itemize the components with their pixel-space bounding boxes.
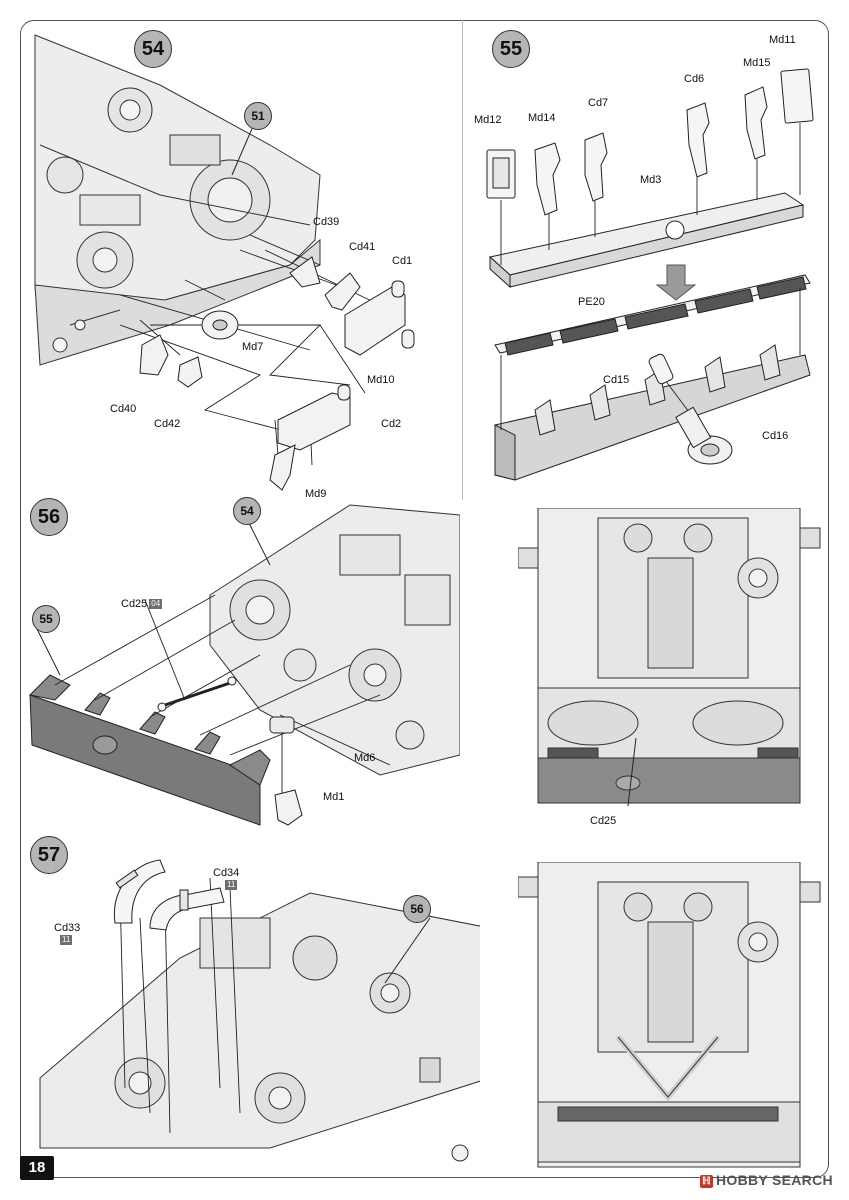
watermark-logo-icon: ℍ [700,1175,713,1188]
result-label-cd25: Cd25 [590,815,617,827]
part-label-md14: Md14 [528,112,556,124]
part-label-md1: Md1 [323,791,345,803]
step-54-drawing [34,34,415,491]
paint-code-11b: 11 [60,935,73,945]
step-57-result-view [518,862,821,1168]
paint-code-11a: 11 [225,880,238,890]
part-label-cd41: Cd41 [349,241,376,253]
part-label-cd42: Cd42 [154,418,181,430]
part-label-md12: Md12 [474,114,502,126]
part-label-md7: Md7 [242,341,264,353]
part-label-md6: Md6 [354,752,376,764]
part-label-cd40: Cd40 [110,403,137,415]
part-label-cd6: Cd6 [684,73,705,85]
step-56-drawing [28,504,460,826]
part-label-cd16: Cd16 [762,430,789,442]
part-label-cd39: Cd39 [313,216,340,228]
part-label-cd7: Cd7 [588,97,609,109]
part-label-md3: Md3 [640,174,662,186]
part-label-cd2: Cd2 [381,418,402,430]
ref-badge-56: 56 [403,895,431,923]
part-label-md15: Md15 [743,57,771,69]
page-number: 18 [20,1156,54,1180]
part-label-md11: Md11 [769,34,796,46]
part-label-cd1: Cd1 [392,255,413,267]
ref-badge-51: 51 [244,102,272,130]
step-54-badge: 54 [134,30,172,68]
column-divider [462,20,463,500]
step-56-badge: 56 [30,498,68,536]
step-57-badge: 57 [30,836,68,874]
paint-code-04: 04 [149,599,163,609]
ref-badge-55: 55 [32,605,60,633]
part-label-cd15: Cd15 [603,374,630,386]
part-label-md10: Md10 [367,374,395,386]
step-55-drawing [486,68,814,481]
step-55-badge: 55 [492,30,530,68]
ref-badge-54: 54 [233,497,261,525]
part-label-pe20: PE20 [578,296,605,308]
part-label-md9: Md9 [305,488,327,500]
step-56-result-view [518,508,821,807]
step-57-drawing [39,859,480,1162]
